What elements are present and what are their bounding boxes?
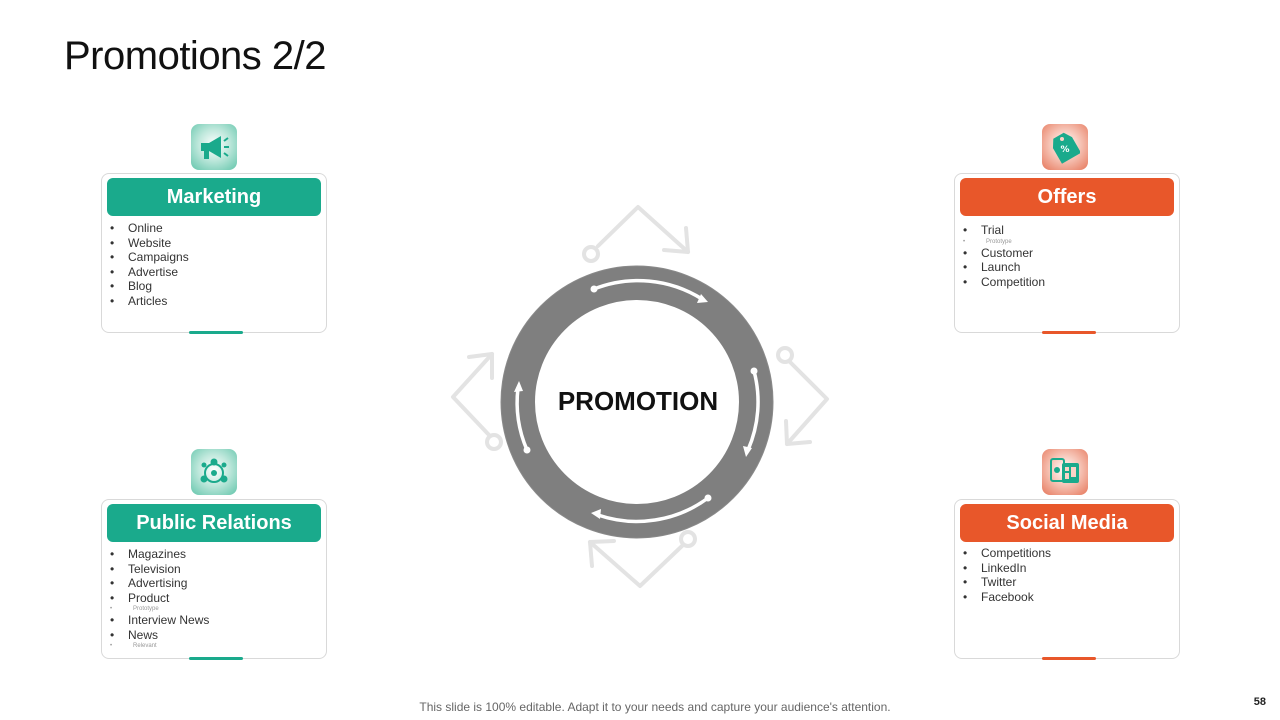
center-label: PROMOTION — [557, 386, 719, 416]
card-accent-bar — [1042, 331, 1096, 334]
list-item: News — [110, 628, 318, 643]
arc-top — [592, 278, 704, 301]
list-item: Website — [110, 236, 318, 251]
chevron-left-node — [485, 433, 503, 451]
list-item: Campaigns — [110, 250, 318, 265]
offers-card: Offers Trial Prototype Customer Launch C… — [954, 173, 1180, 334]
list-item-sub: Relevant — [110, 642, 318, 650]
public-relations-card-title: Public Relations — [107, 504, 321, 542]
arc-bottom — [596, 496, 710, 524]
promotion-ring-outline — [500, 265, 774, 539]
price-tag-icon: % — [1042, 124, 1088, 170]
public-relations-list: Magazines Television Advertising Product… — [110, 547, 318, 650]
list-item: Television — [110, 562, 318, 577]
chevron-top-node — [582, 245, 600, 263]
social-media-card-title: Social Media — [960, 504, 1174, 542]
chevron-left — [451, 352, 494, 438]
marketing-card: Marketing Online Website Campaigns Adver… — [101, 173, 327, 334]
card-accent-bar — [189, 657, 243, 660]
page-title: Promotions 2/2 — [64, 34, 327, 78]
list-item: LinkedIn — [963, 561, 1171, 576]
marketing-card-title: Marketing — [107, 178, 321, 216]
social-media-list: Competitions LinkedIn Twitter Facebook — [963, 546, 1171, 604]
list-item: Advertising — [110, 576, 318, 591]
card-accent-bar — [189, 331, 243, 334]
list-item: Customer — [963, 246, 1171, 261]
devices-icon — [1042, 449, 1088, 495]
footer-note: This slide is 100% editable. Adapt it to… — [419, 700, 891, 714]
list-item: Launch — [963, 260, 1171, 275]
chevron-top-head — [662, 226, 690, 254]
list-item-sub: Prototype — [110, 605, 318, 613]
list-item: Competitions — [963, 546, 1171, 561]
marketing-list: Online Website Campaigns Advertise Blog … — [110, 221, 318, 308]
network-people-icon — [191, 449, 237, 495]
list-item: Facebook — [963, 590, 1171, 605]
cycle-arrow-heads — [514, 285, 758, 519]
social-media-card: Social Media Competitions LinkedIn Twitt… — [954, 499, 1180, 660]
svg-text:%: % — [1060, 145, 1069, 155]
list-item: Online — [110, 221, 318, 236]
cycle-arrows — [515, 278, 760, 524]
outer-chevrons — [451, 205, 829, 588]
page-number: 58 — [1253, 696, 1266, 708]
chevron-bottom-node — [679, 530, 697, 548]
card-accent-bar — [1042, 657, 1096, 660]
list-item: Articles — [110, 294, 318, 309]
megaphone-icon — [191, 124, 237, 170]
list-item: Interview News — [110, 613, 318, 628]
chevron-left-head — [467, 352, 494, 380]
offers-list: Trial Prototype Customer Launch Competit… — [963, 223, 1171, 289]
chevron-bottom-head — [588, 539, 616, 568]
list-item: Advertise — [110, 265, 318, 280]
offers-card-title: Offers — [960, 178, 1174, 216]
list-item: Blog — [110, 279, 318, 294]
list-item: Competition — [963, 275, 1171, 290]
list-item: Magazines — [110, 547, 318, 562]
arc-left — [515, 386, 529, 452]
chevron-right-head — [784, 419, 812, 446]
arc-right — [746, 369, 760, 452]
chevron-right-node — [776, 346, 794, 364]
list-item: Product — [110, 591, 318, 606]
chevron-top — [596, 205, 690, 254]
chevron-bottom — [588, 540, 684, 588]
list-item-sub: Prototype — [963, 238, 1171, 246]
chevron-right — [785, 359, 829, 446]
public-relations-card: Public Relations Magazines Television Ad… — [101, 499, 327, 660]
list-item: Trial — [963, 223, 1171, 238]
list-item: Twitter — [963, 575, 1171, 590]
